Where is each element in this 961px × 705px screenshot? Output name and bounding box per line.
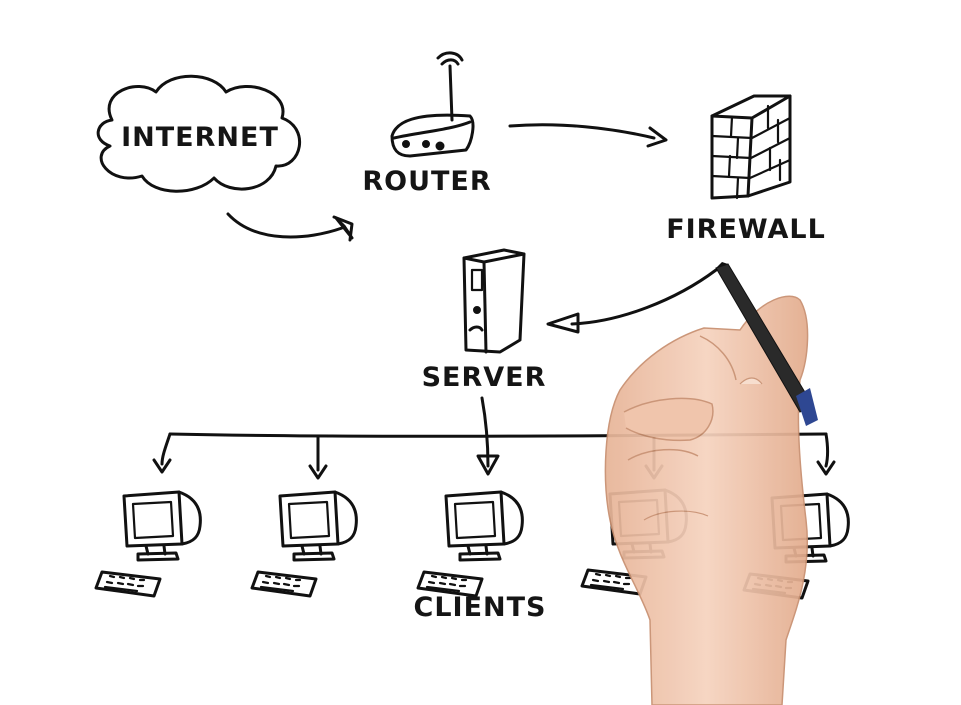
arrow-router-to-firewall [508, 123, 668, 148]
hand-with-marker [604, 262, 818, 705]
arrow-internet-to-router [226, 212, 354, 242]
firewall-label: FIREWALL [666, 214, 826, 245]
client-computer-3 [416, 490, 524, 598]
router-icon [390, 51, 475, 158]
client-computer-2 [250, 490, 358, 598]
arrow-firewall-to-server [546, 268, 718, 334]
internet-cloud-icon [96, 74, 301, 193]
internet-label: INTERNET [121, 122, 279, 153]
firewall-icon [710, 94, 792, 200]
router-label: ROUTER [362, 166, 491, 197]
clients-label: CLIENTS [414, 592, 547, 623]
server-label: SERVER [422, 362, 547, 393]
server-icon [462, 248, 526, 354]
client-computer-1 [94, 490, 202, 598]
